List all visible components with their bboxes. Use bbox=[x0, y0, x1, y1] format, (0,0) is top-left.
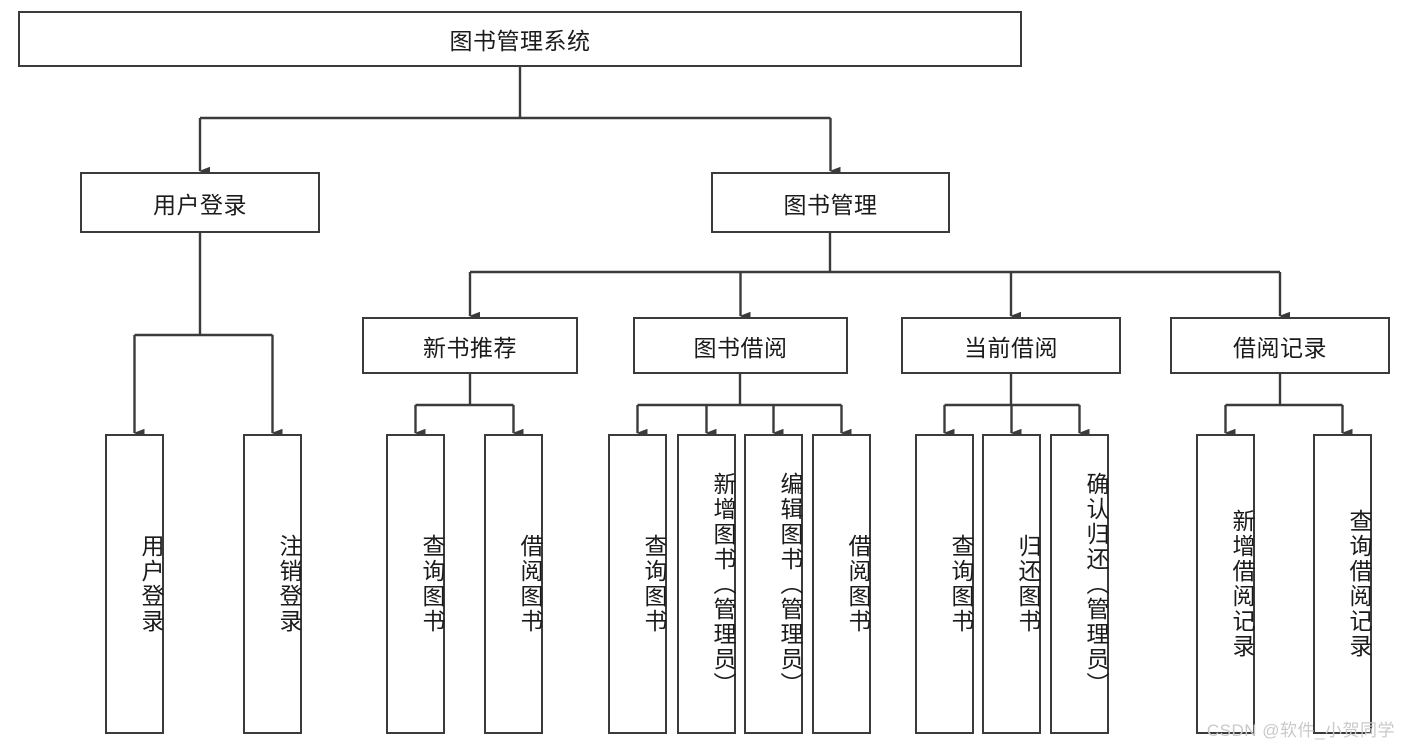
node-borrow-record[interactable]: 借阅记录 bbox=[1170, 317, 1390, 374]
node-label: 图书管理系统 bbox=[449, 28, 591, 54]
node-label: 新书推荐 bbox=[423, 334, 517, 361]
node-label: 当前借阅 bbox=[964, 334, 1058, 361]
node-book-borrow[interactable]: 图书借阅 bbox=[633, 317, 848, 374]
node-label: 用户登录 bbox=[138, 534, 164, 634]
node-leaf-query-book-cur[interactable]: 查询图书 bbox=[915, 434, 974, 734]
node-leaf-add-book[interactable]: 新增图书（管理员） bbox=[677, 434, 736, 734]
node-root[interactable]: 图书管理系统 bbox=[18, 11, 1022, 67]
node-leaf-logout[interactable]: 注销登录 bbox=[243, 434, 302, 734]
node-user-login[interactable]: 用户登录 bbox=[80, 172, 320, 233]
node-leaf-return-book[interactable]: 归还图书 bbox=[982, 434, 1041, 734]
node-label: 新增借阅记录 bbox=[1229, 509, 1255, 659]
node-leaf-borrow-book[interactable]: 借阅图书 bbox=[812, 434, 871, 734]
node-label: 归还图书 bbox=[1015, 534, 1041, 634]
node-label: 用户登录 bbox=[153, 191, 247, 218]
node-leaf-confirm-return[interactable]: 确认归还（管理员） bbox=[1050, 434, 1109, 734]
node-leaf-query-record[interactable]: 查询借阅记录 bbox=[1313, 434, 1372, 734]
node-label: 确认归还（管理员） bbox=[1083, 471, 1109, 697]
node-label: 图书借阅 bbox=[693, 334, 788, 361]
node-leaf-add-record[interactable]: 新增借阅记录 bbox=[1196, 434, 1255, 734]
node-label: 图书管理 bbox=[783, 191, 878, 218]
node-label: 编辑图书（管理员） bbox=[777, 471, 803, 697]
node-current-borrow[interactable]: 当前借阅 bbox=[901, 317, 1121, 374]
node-new-book-rec[interactable]: 新书推荐 bbox=[362, 317, 578, 374]
node-leaf-query-book-rec[interactable]: 查询图书 bbox=[386, 434, 445, 734]
node-label: 新增图书（管理员） bbox=[710, 471, 736, 697]
node-label: 借阅记录 bbox=[1233, 334, 1327, 361]
node-leaf-query-book[interactable]: 查询图书 bbox=[608, 434, 667, 734]
node-label: 查询借阅记录 bbox=[1346, 509, 1372, 659]
node-label: 查询图书 bbox=[419, 534, 445, 634]
node-label: 查询图书 bbox=[948, 534, 974, 634]
node-leaf-edit-book[interactable]: 编辑图书（管理员） bbox=[744, 434, 803, 734]
node-book-manage[interactable]: 图书管理 bbox=[711, 172, 950, 233]
node-label: 注销登录 bbox=[276, 534, 302, 634]
csdn-watermark: CSDN @软件_小贺同学 bbox=[1206, 721, 1395, 740]
node-label: 借阅图书 bbox=[517, 534, 543, 634]
node-label: 借阅图书 bbox=[845, 534, 871, 634]
node-label: 查询图书 bbox=[641, 534, 667, 634]
node-leaf-borrow-book-rec[interactable]: 借阅图书 bbox=[484, 434, 543, 734]
node-leaf-user-login[interactable]: 用户登录 bbox=[105, 434, 164, 734]
